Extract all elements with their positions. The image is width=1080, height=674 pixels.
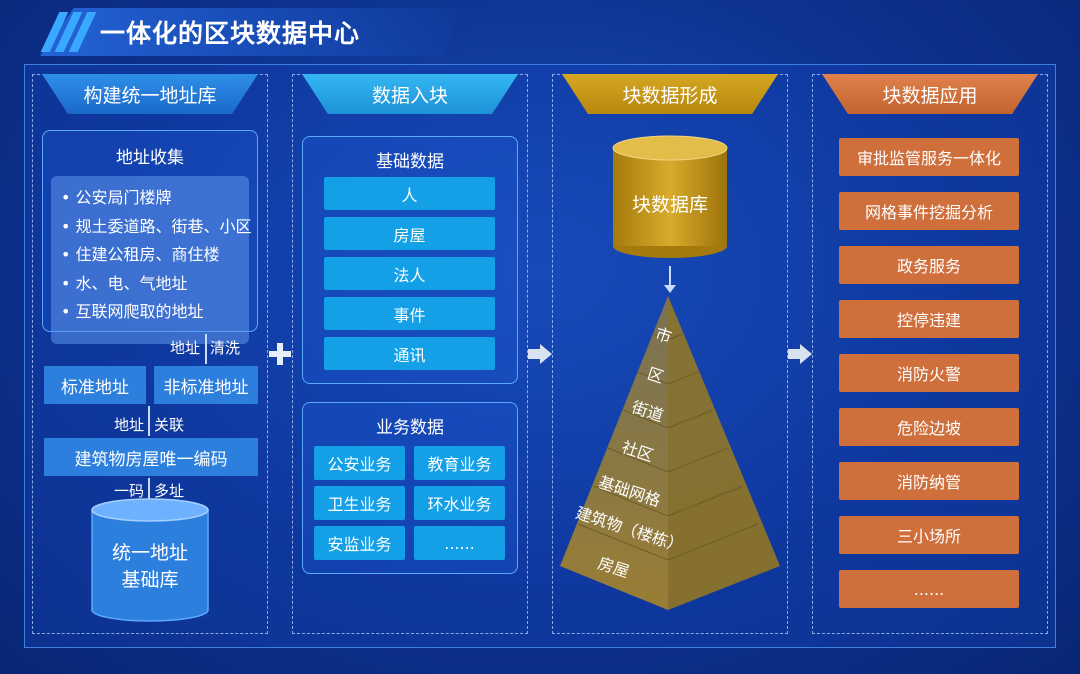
basic-item-house: 房屋 [324, 217, 495, 250]
page-title: 一体化的区块数据中心 [100, 19, 361, 48]
app-item: 三小场所 [839, 516, 1019, 554]
address-db-label: 统一地址 基础库 [90, 540, 210, 594]
connector-line [148, 406, 150, 436]
building-code-box: 建筑物房屋唯一编码 [44, 438, 258, 476]
biz-item: 教育业务 [414, 446, 505, 480]
app-item: 危险边坡 [839, 408, 1019, 446]
db-line2: 基础库 [121, 569, 179, 591]
arrow-right-icon [788, 344, 812, 364]
biz-item: 卫生业务 [314, 486, 405, 520]
app-item: 消防纳管 [839, 462, 1019, 500]
header-data-input: 数据入块 [302, 74, 518, 114]
standard-address-box: 标准地址 [44, 366, 146, 404]
header-address: 构建统一地址库 [42, 74, 258, 114]
connector-line [148, 478, 150, 502]
app-item: 网格事件挖掘分析 [839, 192, 1019, 230]
biz-item: 环水业务 [414, 486, 505, 520]
address-collect-panel: 地址收集 • 公安局门楼牌 • 规土委道路、街巷、小区 • 住建公租房、商住楼 … [42, 130, 258, 344]
list-item: • 水、电、气地址 [61, 273, 188, 293]
app-item: ...... [839, 570, 1019, 608]
app-item: 政务服务 [839, 246, 1019, 284]
app-item: 控停违建 [839, 300, 1019, 338]
label-clean: 清洗 [210, 339, 241, 357]
business-data-title: 业务数据 [376, 418, 444, 438]
block-db-label: 块数据库 [631, 194, 708, 216]
collect-list: • 公安局门楼牌 • 规土委道路、街巷、小区 • 住建公租房、商住楼 • 水、电… [51, 176, 252, 344]
collect-title: 地址收集 [116, 148, 184, 168]
connector-line [669, 266, 671, 288]
list-item: • 规土委道路、街巷、小区 [61, 216, 252, 236]
pyramid-diagram [560, 296, 780, 610]
label-one-code: 一码 [114, 482, 145, 500]
app-item: 审批监管服务一体化 [839, 138, 1019, 176]
label-multi-addr: 多址 [154, 482, 185, 500]
db-line1: 统一地址 [111, 542, 188, 564]
basic-item-person: 人 [324, 177, 495, 210]
basic-item-comm: 通讯 [324, 337, 495, 370]
address-db-icon [91, 498, 209, 622]
block-db-icon [612, 135, 728, 258]
basic-item-legal: 法人 [324, 257, 495, 290]
arrow-right-icon [528, 344, 552, 364]
label-address: 地址 [170, 339, 201, 357]
label-link: 关联 [154, 416, 185, 434]
arrow-down-icon [664, 285, 676, 293]
title-bar [40, 8, 460, 56]
biz-item: 安监业务 [314, 526, 405, 560]
list-item: • 互联网爬取的地址 [61, 302, 204, 321]
biz-item: 公安业务 [314, 446, 405, 480]
plus-icon [269, 343, 291, 365]
list-item: • 住建公租房、商住楼 [61, 245, 220, 264]
header-block-apps: 块数据应用 [822, 74, 1038, 114]
label-address-2: 地址 [114, 416, 145, 434]
app-item: 消防火警 [839, 354, 1019, 392]
list-item: • 公安局门楼牌 [61, 188, 172, 207]
connector-line [205, 334, 207, 364]
basic-item-event: 事件 [324, 297, 495, 330]
basic-data-title: 基础数据 [376, 152, 444, 172]
biz-item: ...... [414, 526, 505, 560]
header-block-formation: 块数据形成 [562, 74, 778, 114]
nonstandard-address-box: 非标准地址 [154, 366, 258, 404]
